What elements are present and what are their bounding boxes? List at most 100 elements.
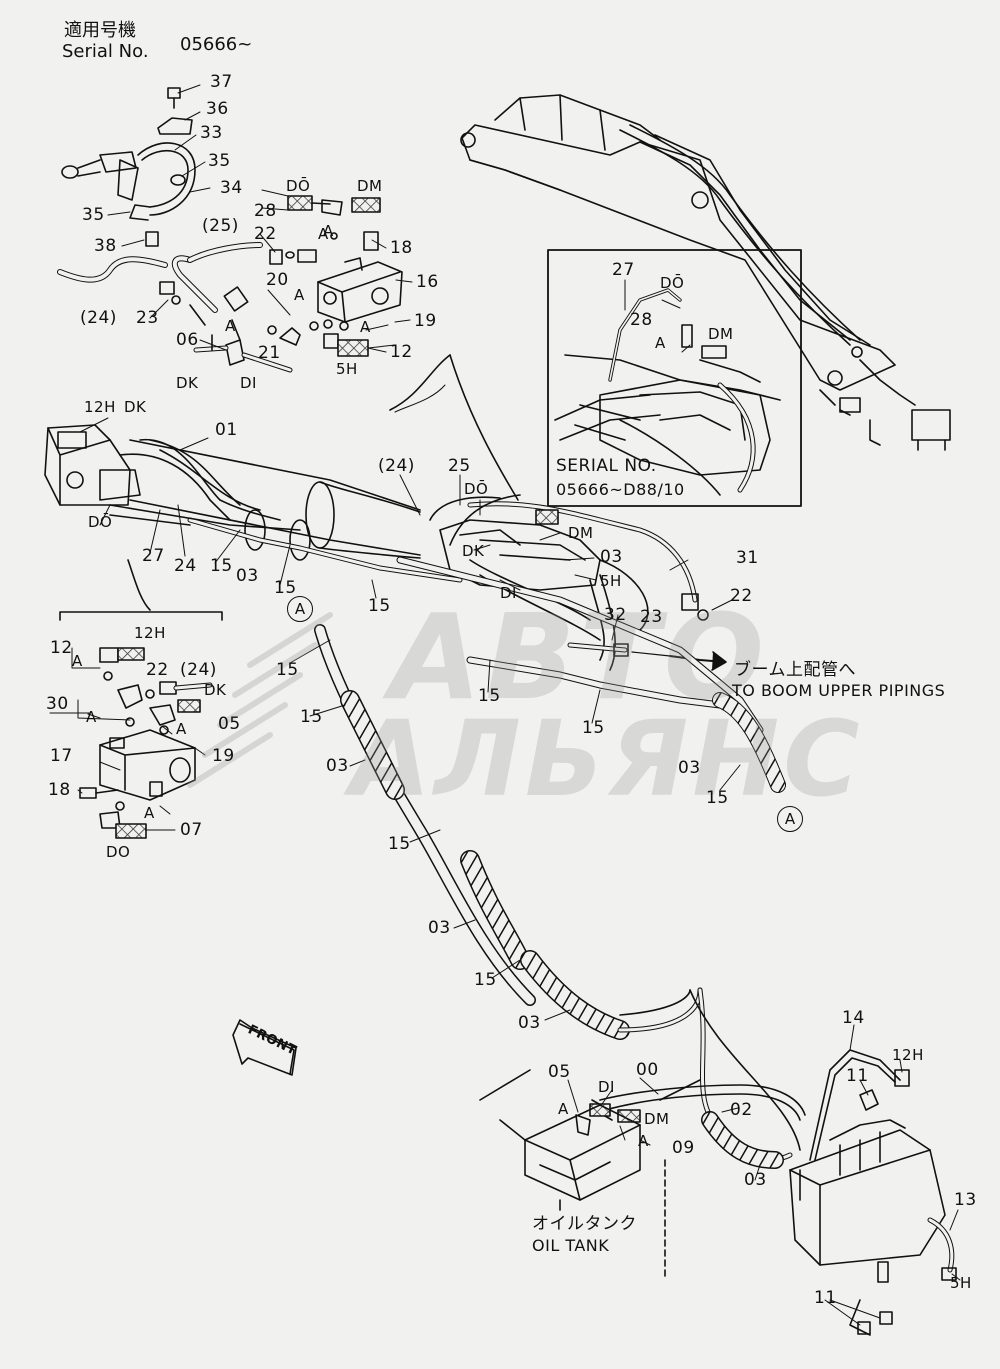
part-label: DK	[204, 681, 227, 699]
part-label: A	[655, 334, 666, 352]
part-label: 28	[630, 310, 653, 330]
part-label: 27	[612, 260, 635, 280]
boom-structure	[460, 94, 951, 451]
leader-curve-top-2	[389, 354, 451, 411]
leader-curve-top	[449, 354, 519, 501]
part-label: DM	[568, 524, 594, 542]
part-label: 22	[730, 586, 753, 606]
part-label: A	[225, 317, 236, 335]
part-label: 15	[706, 788, 729, 808]
part-label: A	[323, 222, 334, 240]
watermark-line1: АВТО	[390, 588, 769, 726]
part-label: 12H	[134, 624, 166, 642]
part-label: 5H	[336, 360, 358, 378]
part-label: A	[360, 318, 371, 336]
part-label: 23	[136, 308, 159, 328]
part-label: 07	[180, 820, 203, 840]
part-label: 03	[678, 758, 701, 778]
part-label: 18	[390, 238, 413, 258]
part-label: DK	[462, 542, 485, 560]
part-label: DK	[124, 398, 147, 416]
part-label: 22	[146, 660, 169, 680]
part-label: 19	[414, 311, 437, 331]
part-label: 02	[730, 1100, 753, 1120]
header-serial-value: 05666~	[180, 34, 253, 55]
part-label: 31	[736, 548, 759, 568]
inset-detail-box	[547, 249, 802, 507]
part-label: 18	[48, 780, 71, 800]
part-label: A	[176, 720, 187, 738]
part-label: A	[638, 1132, 649, 1150]
part-label: 17	[50, 746, 73, 766]
part-label: 12H	[84, 398, 116, 416]
part-label: 05	[218, 714, 241, 734]
oil-tank-label-jp: オイルタンク	[532, 1214, 637, 1234]
part-label: 22	[254, 224, 277, 244]
part-label: A	[144, 804, 155, 822]
part-label: 35	[82, 205, 105, 225]
part-label: 37	[210, 72, 233, 92]
part-label: 09	[672, 1138, 695, 1158]
part-label: 11	[814, 1288, 837, 1308]
part-label: DI	[598, 1078, 615, 1096]
part-label: 15	[478, 686, 501, 706]
part-label: DI	[240, 374, 257, 392]
part-label: 30	[46, 694, 69, 714]
part-label: 28	[254, 201, 277, 221]
part-label: DŌ	[464, 480, 489, 498]
part-label: DM	[708, 325, 734, 343]
part-label: 12H	[892, 1046, 924, 1064]
part-label: 06	[176, 330, 199, 350]
part-label: 05	[548, 1062, 571, 1082]
part-label: DŌ	[88, 513, 113, 531]
part-label: 38	[94, 236, 117, 256]
part-label: DM	[357, 177, 383, 195]
oil-tank-label-en: OIL TANK	[532, 1236, 610, 1255]
destination-label-jp: ブーム上配管へ	[734, 660, 856, 680]
part-label: DŌ	[660, 274, 685, 292]
part-label: A	[294, 286, 305, 304]
part-label: 00	[636, 1060, 659, 1080]
part-label: A	[318, 225, 329, 243]
part-label: 03	[326, 756, 349, 776]
part-label: 15	[274, 578, 297, 598]
part-label: 15	[276, 660, 299, 680]
part-label: 5H	[950, 1274, 972, 1292]
part-label: 03	[744, 1170, 767, 1190]
leader-lines	[49, 84, 961, 1326]
part-label: (24)	[180, 660, 217, 680]
part-label: 15	[300, 707, 323, 727]
callout-a-circle-right: A	[777, 806, 803, 832]
part-label: DM	[644, 1110, 670, 1128]
part-label: 03	[236, 566, 259, 586]
part-label: 01	[215, 420, 238, 440]
part-label: 24	[174, 556, 197, 576]
part-label: (25)	[202, 216, 239, 236]
part-label: (24)	[80, 308, 117, 328]
part-label: 15	[388, 834, 411, 854]
part-label: 27	[142, 546, 165, 566]
callout-a-circle-top: A	[287, 596, 313, 622]
watermark-line2: АЛЬЯНС	[350, 698, 864, 820]
exploded-clamp-group	[57, 87, 403, 373]
part-label: 15	[474, 970, 497, 990]
boom-cylinder-assembly	[44, 424, 957, 1336]
part-label: DK	[176, 374, 199, 392]
part-label: 12	[390, 342, 413, 362]
part-label: 03	[518, 1013, 541, 1033]
part-label: A	[86, 708, 97, 726]
part-label: 21	[258, 343, 281, 363]
part-label: 15	[210, 556, 233, 576]
part-label: 32	[604, 605, 627, 625]
part-label: DI	[500, 584, 517, 602]
part-label: A	[558, 1100, 569, 1118]
part-label: 25	[448, 456, 471, 476]
exploded-valve-group	[59, 559, 223, 839]
part-label: 15	[582, 718, 605, 738]
part-label: A	[72, 652, 83, 670]
part-label: DO	[106, 843, 131, 861]
part-label: 03	[428, 918, 451, 938]
part-label: 23	[640, 607, 663, 627]
header-title-jp: 適用号機	[64, 20, 136, 41]
